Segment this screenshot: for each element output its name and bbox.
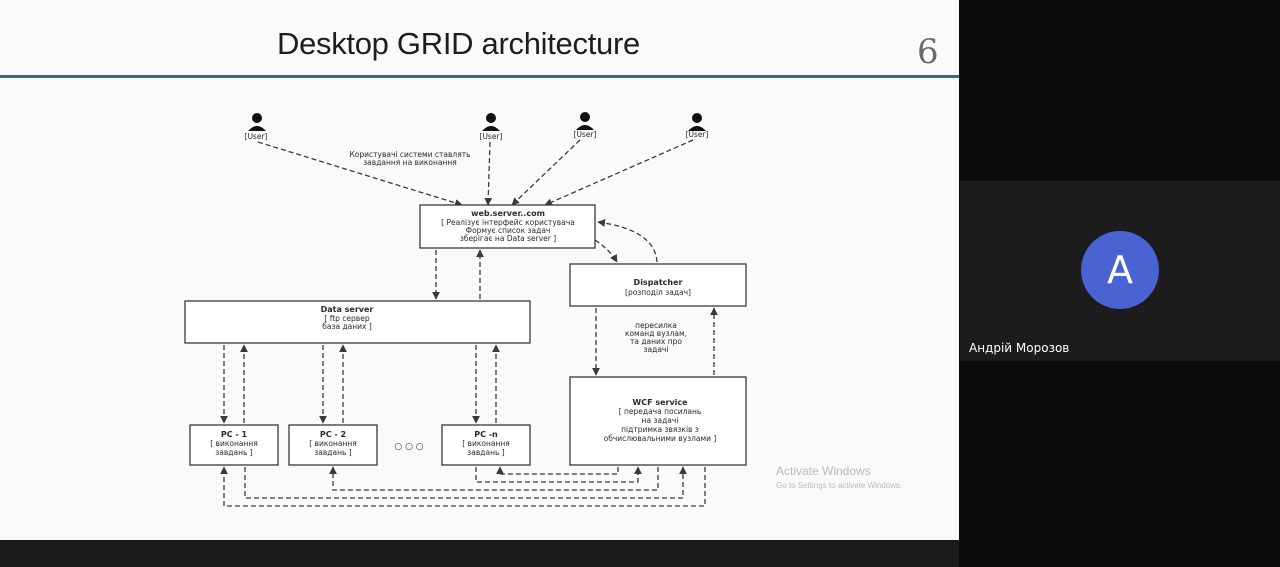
data-server-title: Data server (321, 305, 374, 314)
slide-page-number: 6 (917, 32, 939, 72)
title-underline (0, 75, 959, 78)
web-server-title: web.server..com (471, 209, 545, 218)
dispatcher-node: Dispatcher [розподіл задач] (569, 263, 747, 307)
user-icon-2 (482, 113, 500, 131)
wcf-service-node: WCF service [ передача посилань на задач… (569, 376, 747, 466)
architecture-diagram: [User] [User] [User] [User] Користувачі … (184, 112, 747, 507)
web-server-line-1: [ Реалізує інтерфейс користувача (441, 218, 575, 227)
participant-avatar: A (1081, 231, 1159, 309)
data-server-line-1: [ ftp сервер (324, 314, 369, 323)
pc-1-node: PC - 1 [ виконання завдань ] (189, 424, 279, 466)
participant-name: Андрій Морозов (969, 341, 1070, 355)
activate-windows-watermark: Activate Windows Go to Settings to activ… (776, 464, 902, 490)
participant-video-tile[interactable]: A Андрій Морозов (960, 181, 1280, 361)
shared-screen-slide: Desktop GRID architecture 6 [User] [User… (0, 0, 959, 540)
users-note-line-1: Користувачі системи ставлять (349, 150, 470, 159)
pcn-to-wcf-arrow (475, 466, 642, 483)
pc-2-title: PC - 2 (320, 430, 346, 439)
slide-title: Desktop GRID architecture (277, 26, 640, 61)
pc-n-line-2: завдань ] (467, 448, 504, 457)
wcf-to-pc1-arrow (220, 466, 706, 507)
dispatch-note-line-3: та даних про (630, 337, 682, 346)
wcf-line-4: обчислювальними вузлами ] (604, 434, 717, 443)
dispatcher-to-web-arrow (597, 219, 658, 263)
pc-1-line-1: [ виконання (210, 439, 258, 448)
wcf-to-pcn-arrow (496, 466, 619, 475)
pc-2-line-1: [ виконання (309, 439, 357, 448)
pc-n-node: PC -n [ виконання завдань ] (441, 424, 531, 466)
user-icon-4 (688, 113, 706, 131)
user-label-1: [User] (245, 132, 268, 141)
data-server-line-2: база даних ] (322, 322, 372, 331)
dispatch-note-line-1: пересилка (635, 321, 677, 330)
pc-1-line-2: завдань ] (215, 448, 252, 457)
data-server-node: Data server [ ftp сервер база даних ] (184, 300, 531, 344)
users-note-line-2: завдання на виконання (363, 158, 457, 167)
dispatch-note-line-2: команд вузлам, (625, 329, 687, 338)
pc-n-line-1: [ виконання (462, 439, 510, 448)
dispatch-note-line-4: задачі (644, 345, 669, 354)
user4-to-web-arrow (544, 139, 694, 206)
web-to-dispatcher-arrow (594, 239, 618, 263)
user2-to-web-arrow (484, 141, 493, 206)
user3-to-web-arrow (511, 139, 581, 206)
web-server-line-2: Формує список задач (466, 226, 551, 235)
dispatcher-title: Dispatcher (634, 278, 683, 287)
user1-to-web-arrow (257, 141, 463, 207)
wcf-line-3: підтримка звязків з (621, 425, 699, 434)
user-label-2: [User] (480, 132, 503, 141)
watermark-line-1: Activate Windows (776, 464, 871, 478)
pc-ellipsis: ○ ○ ○ (394, 442, 423, 452)
user-label-3: [User] (574, 130, 597, 139)
user-icon-1 (248, 113, 266, 131)
wcf-line-2: на задачі (642, 416, 679, 425)
wcf-line-1: [ передача посилань (619, 407, 702, 416)
pc-2-node: PC - 2 [ виконання завдань ] (288, 424, 378, 466)
watermark-line-2: Go to Settings to activate Windows. (776, 481, 903, 490)
user-label-4: [User] (686, 130, 709, 139)
user-icon-3 (576, 112, 594, 130)
web-server-node: web.server..com [ Реалізує інтерфейс кор… (419, 204, 596, 249)
pc1-to-wcf-arrow (244, 466, 687, 499)
wcf-title: WCF service (632, 398, 688, 407)
dispatcher-line-1: [розподіл задач] (625, 288, 691, 297)
screen-share-bottom-bar (0, 540, 959, 567)
pc-2-line-2: завдань ] (314, 448, 351, 457)
web-server-line-3: зберігає на Data server ] (460, 234, 556, 243)
pc-n-title: PC -n (474, 430, 498, 439)
wcf-to-pc2-arrow (329, 466, 659, 491)
pc-1-title: PC - 1 (221, 430, 248, 439)
